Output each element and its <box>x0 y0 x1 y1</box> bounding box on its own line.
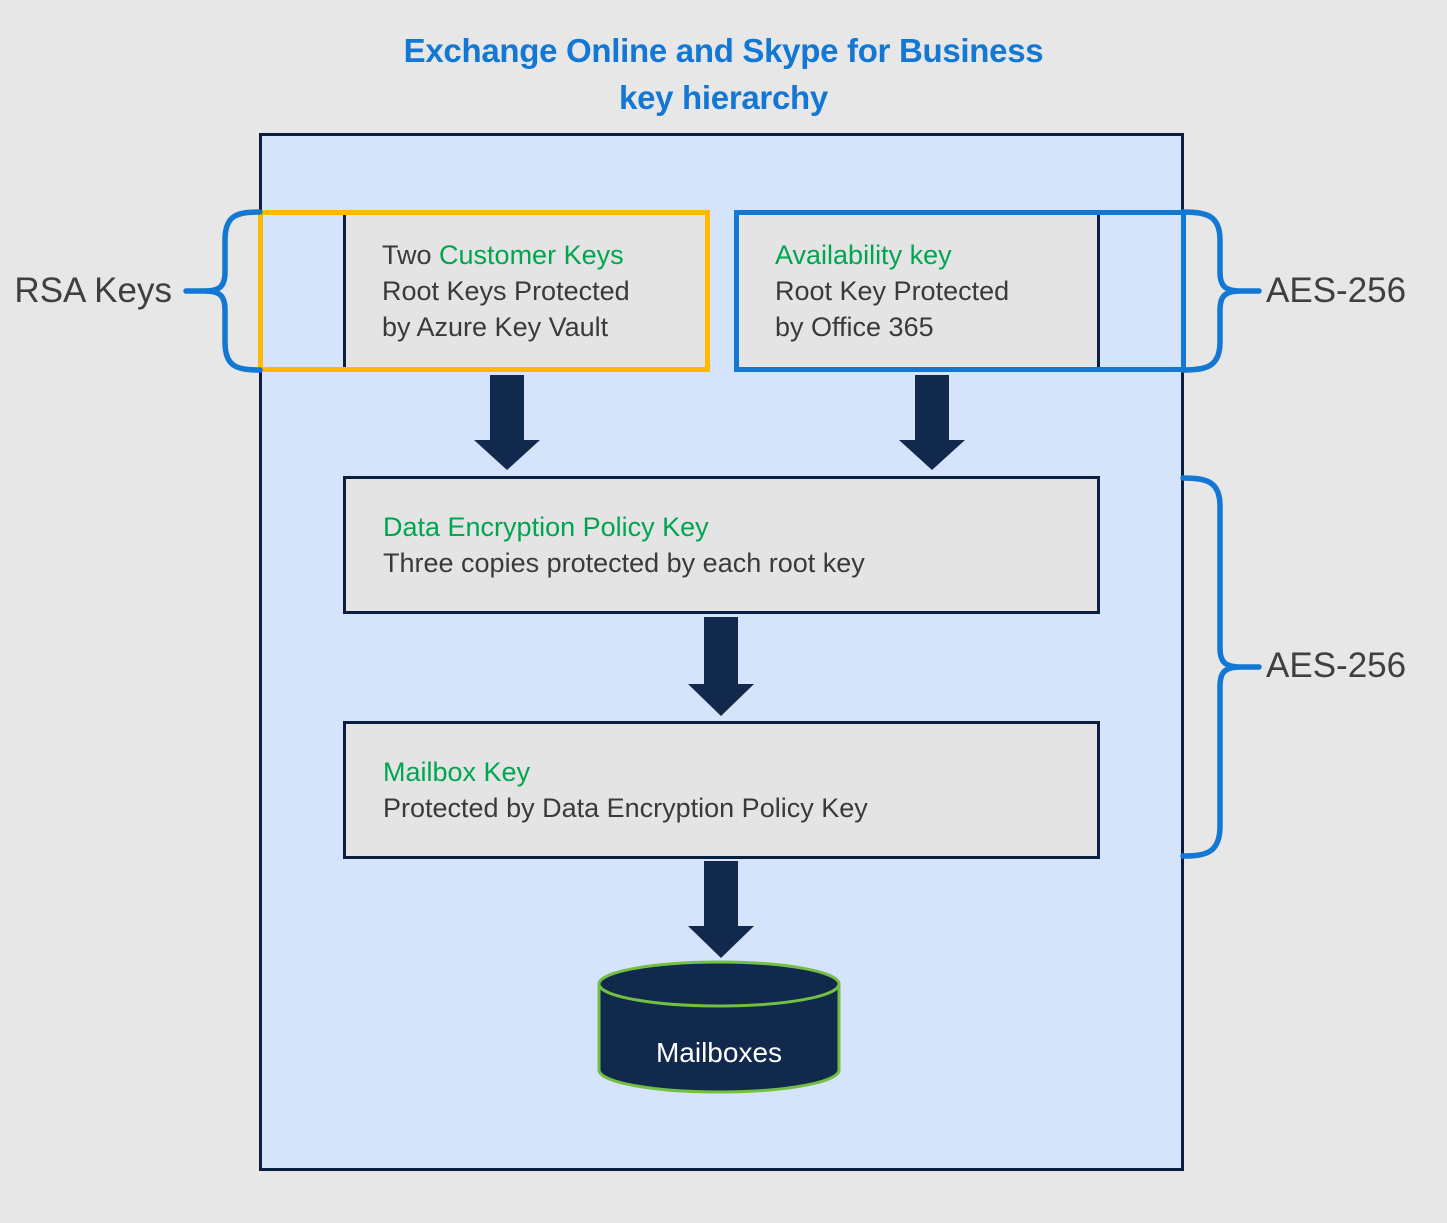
rsa-keys-label: RSA Keys <box>14 271 172 310</box>
aes-256-bottom-label: AES-256 <box>1266 646 1407 685</box>
availability-key-line3: by Office 365 <box>775 312 934 342</box>
customer-keys-line3: by Azure Key Vault <box>382 312 609 342</box>
mailboxes-label: Mailboxes <box>655 1037 783 1068</box>
aes-256-top-label: AES-256 <box>1266 271 1407 310</box>
customer-keys-box: Two Customer Keys Root Keys Protected by… <box>343 215 705 367</box>
rsa-brace-icon <box>183 209 263 373</box>
diagram-title-line2: key hierarchy <box>619 79 828 116</box>
data-encryption-policy-key-box: Data Encryption Policy Key Three copies … <box>343 476 1100 614</box>
customer-keys-highlight: Customer Keys <box>439 240 624 270</box>
mailbox-key-box: Mailbox Key Protected by Data Encryption… <box>343 721 1100 859</box>
mailbox-key-line2: Protected by Data Encryption Policy Key <box>383 793 868 823</box>
diagram-title: Exchange Online and Skype for Business k… <box>0 27 1447 121</box>
dep-key-highlight: Data Encryption Policy Key <box>383 512 709 542</box>
availability-key-line2: Root Key Protected <box>775 276 1010 306</box>
aes-brace-bottom-icon <box>1180 475 1262 859</box>
availability-key-box: Availability key Root Key Protected by O… <box>739 215 1100 367</box>
diagram-title-line1: Exchange Online and Skype for Business <box>403 32 1044 69</box>
availability-key-highlight: Availability key <box>775 240 952 270</box>
customer-keys-prefix: Two <box>382 240 440 270</box>
availability-key-group: Availability key Root Key Protected by O… <box>734 210 1186 372</box>
customer-keys-group: Two Customer Keys Root Keys Protected by… <box>258 210 710 372</box>
dep-key-line2: Three copies protected by each root key <box>383 548 865 578</box>
customer-keys-line2: Root Keys Protected <box>382 276 630 306</box>
mailbox-key-highlight: Mailbox Key <box>383 757 531 787</box>
aes-brace-top-icon <box>1180 209 1262 373</box>
customer-keys-title: Two Customer Keys <box>382 237 705 273</box>
